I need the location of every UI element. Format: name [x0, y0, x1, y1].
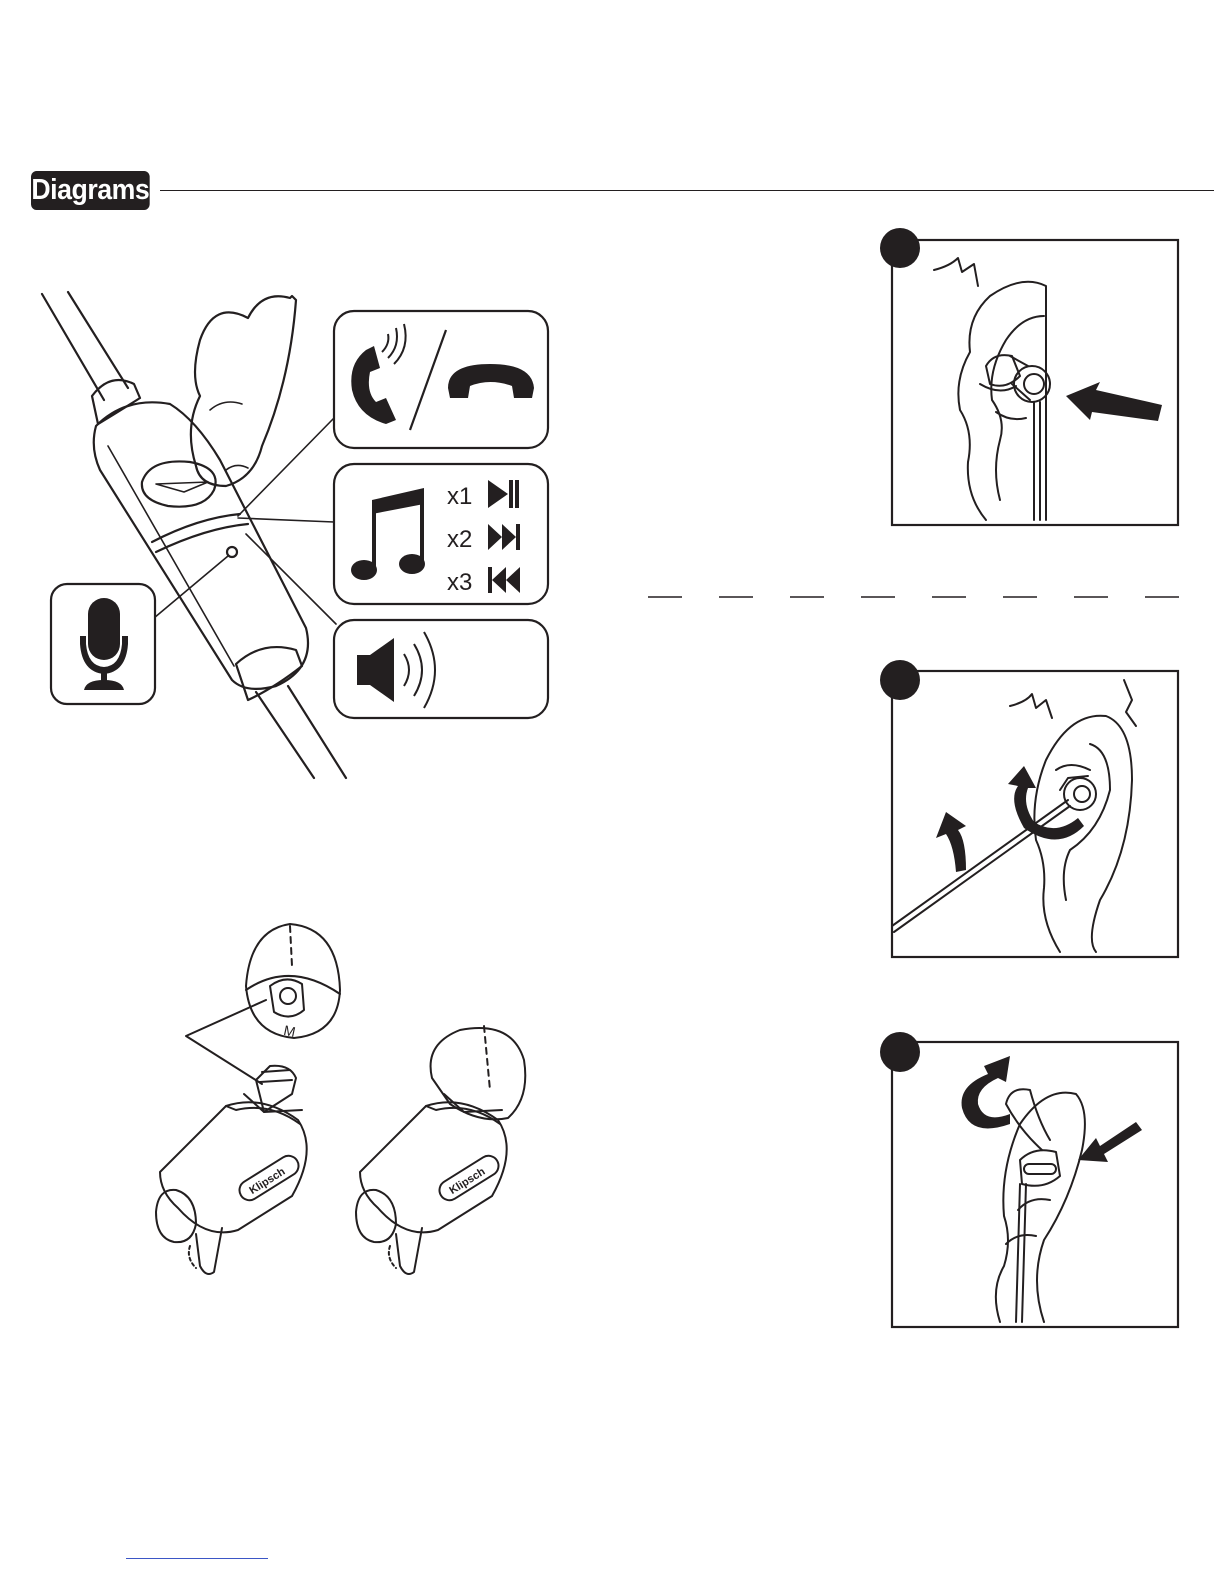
earphone-right: [360, 1102, 507, 1232]
footer-link-underline[interactable]: [126, 1558, 268, 1559]
steps-dashed-divider: [648, 596, 1180, 598]
remote-control-diagram: x1 x2 x3: [0, 0, 600, 800]
cable-upper: [42, 292, 128, 400]
microphone-panel: [51, 584, 155, 704]
eartip-mounted: [431, 1028, 526, 1119]
music-row-x3-label: x3: [447, 569, 472, 596]
leader-line: [186, 1000, 266, 1084]
speaker-panel: [334, 620, 548, 718]
callout-line: [154, 418, 336, 624]
music-row-x2-label: x2: [447, 526, 472, 553]
step-1-badge: [880, 228, 920, 268]
step-3-badge: [880, 1032, 920, 1072]
music-row-x1-label: x1: [447, 483, 472, 510]
step-1-panel: [870, 222, 1190, 532]
thumb: [191, 296, 296, 486]
earphone-left: [160, 1102, 307, 1232]
eartip-diagram: M Klipsch Klipsch: [140, 910, 560, 1290]
music-panel: x1 x2 x3: [334, 464, 548, 604]
cable-collar: [92, 380, 140, 424]
cable-lower: [256, 686, 346, 778]
step-2-badge: [880, 660, 920, 700]
step-3-panel: [870, 1024, 1190, 1334]
step-2-panel: [870, 654, 1190, 964]
phone-panel: [334, 311, 548, 448]
